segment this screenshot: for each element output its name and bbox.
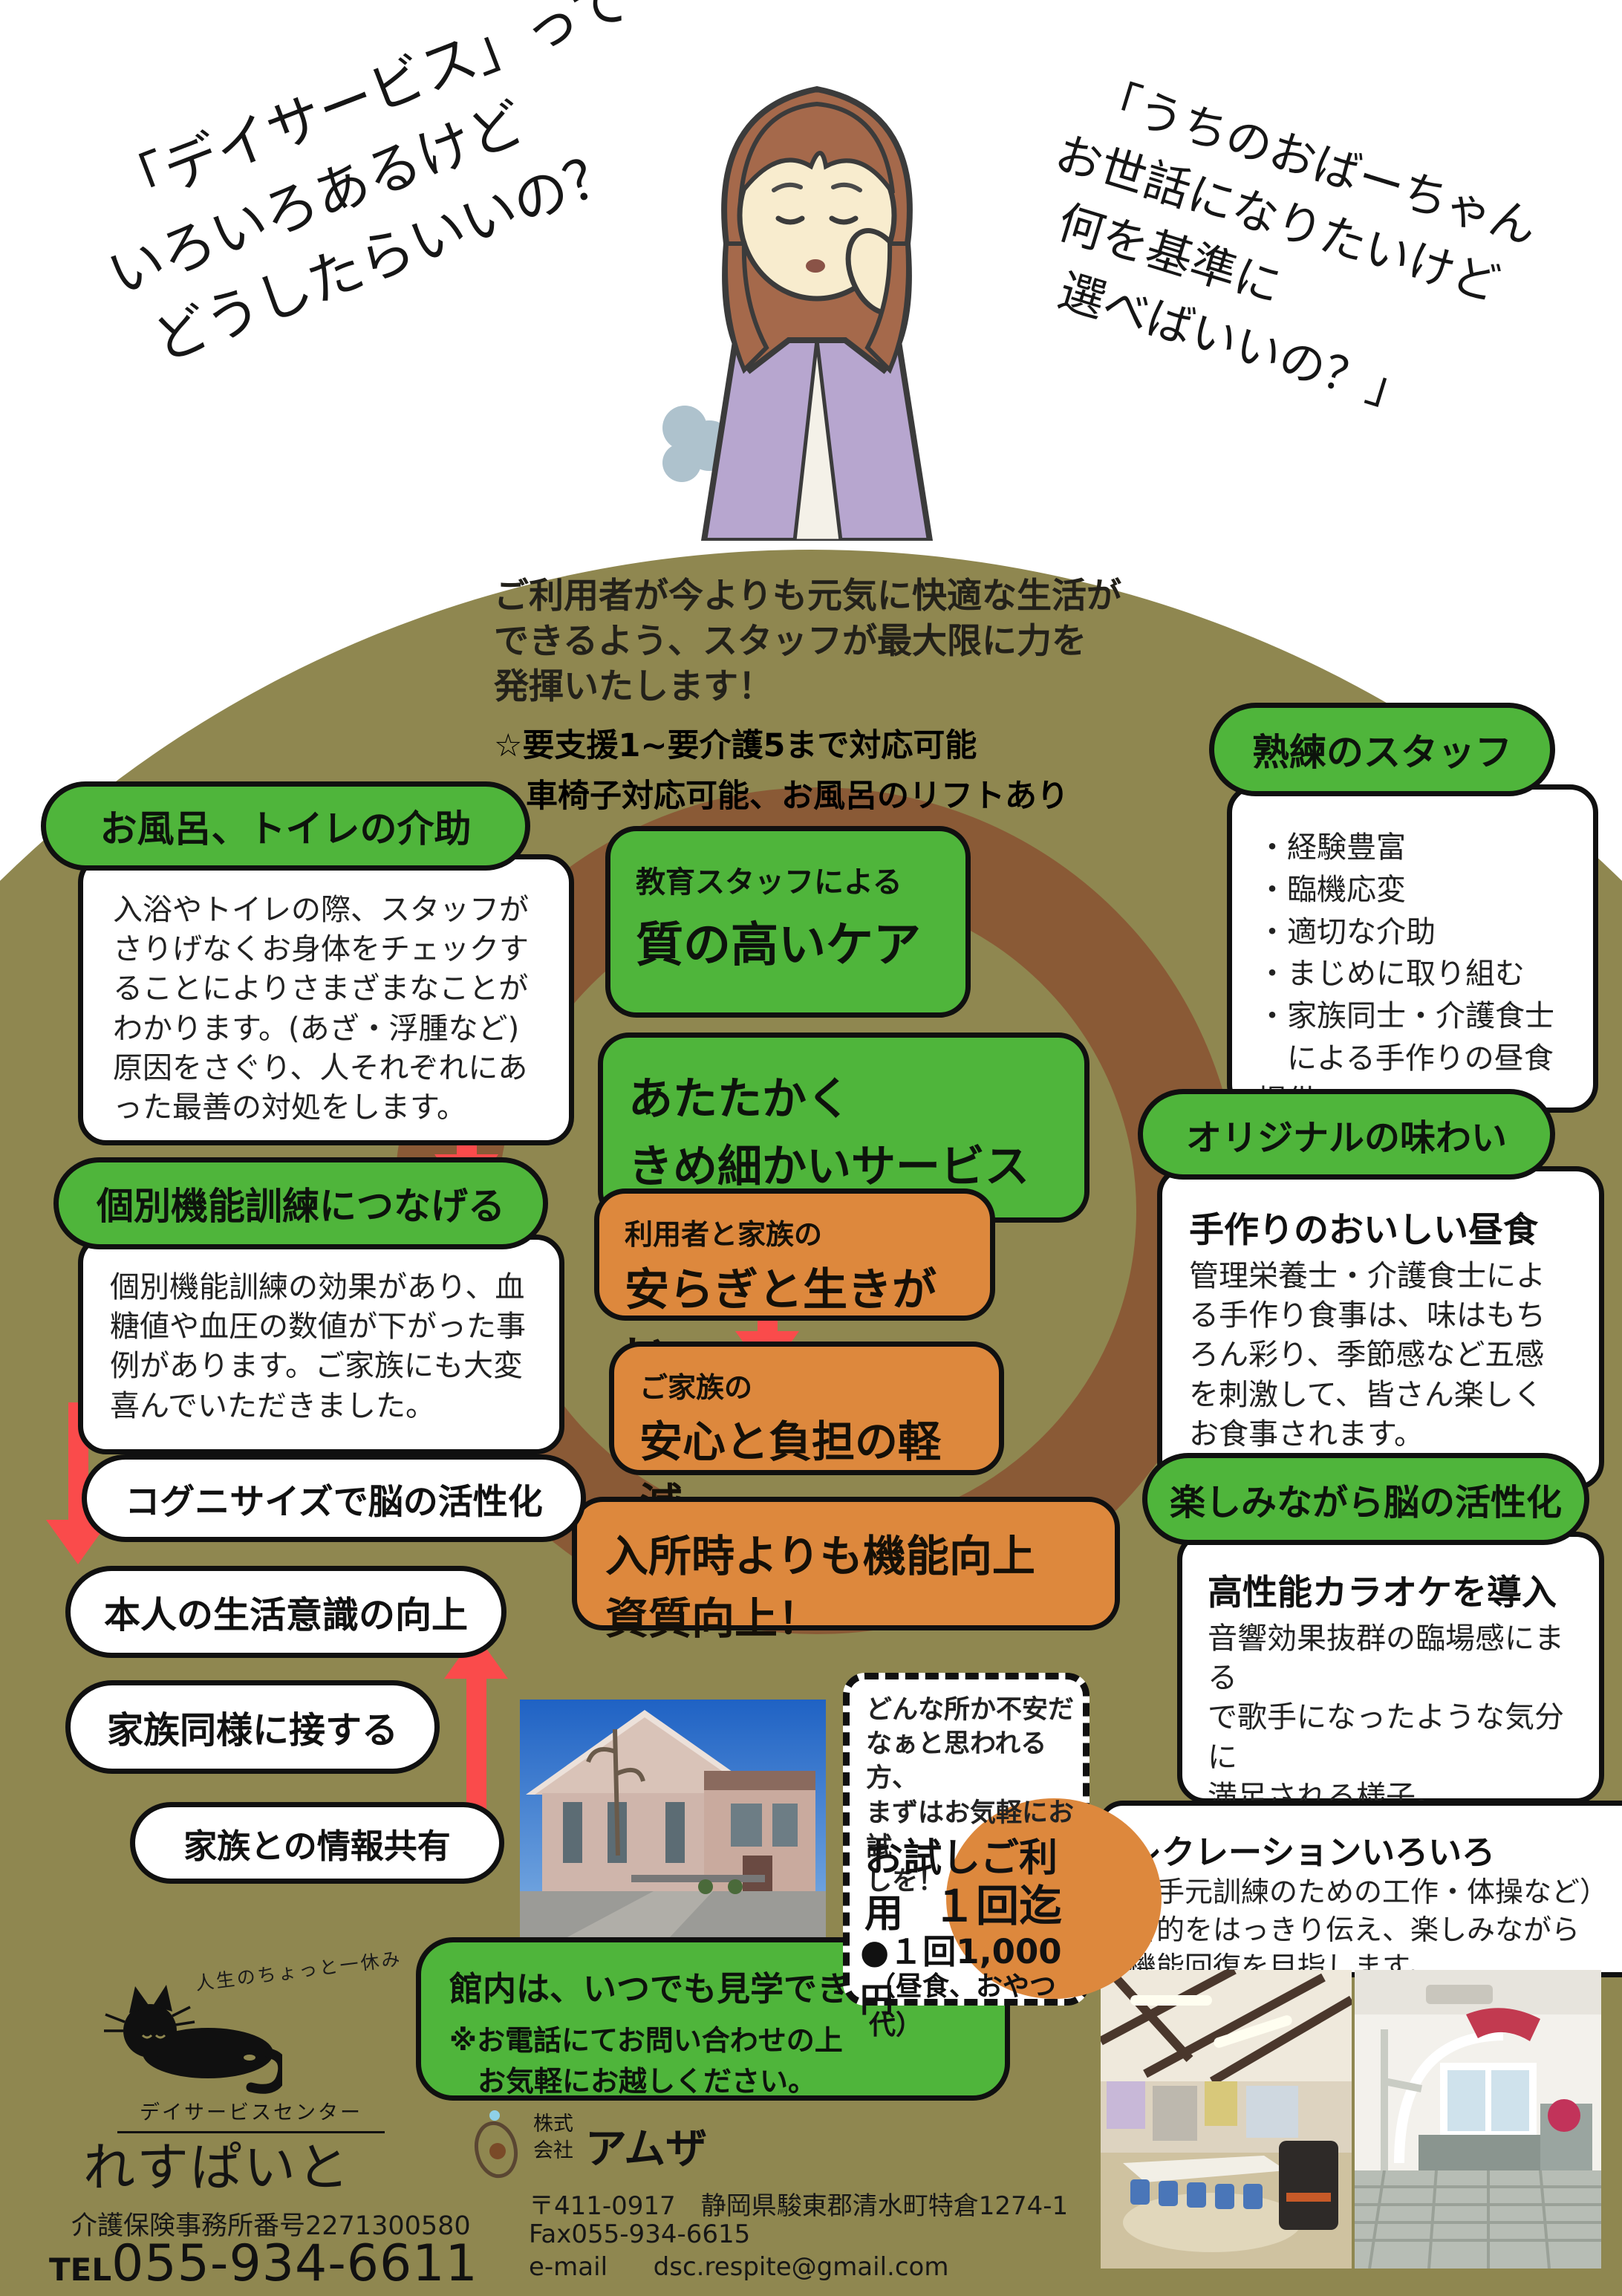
anshin-line1: ご家族の <box>639 1371 753 1404</box>
kazoku-joho-pill: 家族との情報共有 <box>130 1802 504 1884</box>
cat-logo-icon <box>104 1985 282 2094</box>
atatakaku-line1: あたたかく <box>628 1073 851 1125</box>
yasuragi-box: 利用者と家族の 安らぎと生きがい <box>594 1188 995 1381</box>
visit-line3: お気軽にお越しください。 <box>449 2065 817 2098</box>
trial-intro-text: どんな所か不安だ なぁと思われる方、 まずはお気軽にお試 しを！ <box>866 1695 1075 1896</box>
footer-company-block: 株式 会社 アムザ 〒411-0917 静岡県駿東郡清水町特倉1274-1 Fa… <box>446 2095 1188 2296</box>
original-title-label: オリジナルの味わい <box>1185 1117 1507 1159</box>
quality-line2: 質の高いケア <box>636 918 921 973</box>
worried-woman-illustration <box>662 85 934 541</box>
anshin-box: ご家族の 安心と負担の軽減 <box>609 1341 1004 1529</box>
intro-note2: 車椅子対応可能、お風呂のリフトあり <box>494 778 1069 816</box>
yasuragi-line2: 安らぎと生きがい <box>625 1264 937 1381</box>
recreation-title: レクレーションいろいろ <box>1128 1832 1496 1872</box>
kobetsu-body-box: 個別機能訓練の効果があり、血糖値や血圧の数値が下がった事例があります。ご家族にも… <box>78 1235 564 1454</box>
kazoku-douyou-pill: 家族同様に接する <box>65 1680 440 1774</box>
email-label: e-mail <box>529 2252 608 2282</box>
quality-line1: 教育スタッフによる <box>636 865 902 900</box>
kobetsu-title-label: 個別機能訓練につなげる <box>97 1185 505 1228</box>
amza-logo-icon <box>474 2110 518 2179</box>
company-prefix-2: 会社 <box>533 2139 573 2163</box>
section-title-kobetsu: 個別機能訓練につなげる <box>53 1157 548 1249</box>
bath-title-label: お風呂、トイレの介助 <box>100 807 472 851</box>
trial-big1: お試しご利用 <box>864 1836 1058 1936</box>
recreation-lines: （手元訓練のための工作・体操など） 目的をはっきり伝え、楽しみながら 機能回復を… <box>1128 1876 1609 1984</box>
company-fax: Fax055-934-6615 <box>529 2219 751 2249</box>
center-type-label: デイサービスセンター <box>117 2096 385 2133</box>
original-subtitle: 手作りのおいしい昼食 <box>1189 1210 1538 1251</box>
intro-note1: ☆要支援1~要介護5まで対応可能 <box>494 727 977 765</box>
yasuragi-line1: 利用者と家族の <box>625 1218 823 1251</box>
section-title-original: オリジナルの味わい <box>1138 1089 1555 1180</box>
kazoku-joho-label: 家族との情報共有 <box>183 1826 451 1866</box>
left-question-text: 「デイサービス」って いろいろあるけど どうしたらいいの？ <box>65 0 696 389</box>
original-body-box: 手作りのおいしい昼食 管理栄養士・介護食士による手作り食事は、味はもちろん彩り、… <box>1157 1166 1604 1490</box>
trial-orange-circle <box>946 1798 1162 1999</box>
visit-line2: ※お電話にてお問い合わせの上 <box>449 2024 843 2057</box>
arrow-joho-up-to-honnin <box>444 1634 508 1820</box>
brain-subtitle: 高性能カラオケを導入 <box>1208 1573 1557 1613</box>
staff-body-box: ・経験豊富 ・臨機応変 ・適切な介助 ・まじめに取り組む ・家族同士・介護食士 … <box>1227 784 1598 1118</box>
trial-price-note: （昼食、おやつ代） <box>869 1971 1057 2040</box>
atatakaku-line2: きめ細かいサービス <box>628 1141 1029 1193</box>
dining-room-photo <box>1101 1970 1352 2269</box>
nyusho-line1: 入所時よりも機能向上 <box>605 1531 1035 1581</box>
tel-number: 055-934-6611 <box>111 2234 478 2293</box>
right-question-text: 「うちのおばーちゃん お世話になりたいけど 何を基準に 選べばいいの？」 <box>1009 58 1545 449</box>
nyusho-box: 入所時よりも機能向上 資質向上！ <box>572 1497 1120 1644</box>
company-name: アムザ <box>585 2125 708 2173</box>
company-email-line: e-mail dsc.respite@gmail.com <box>529 2252 948 2282</box>
trial-big2: １回迄 <box>933 1881 1063 1931</box>
honnin-pill: 本人の生活意識の向上 <box>65 1566 507 1658</box>
section-title-bath: お風呂、トイレの介助 <box>41 781 530 871</box>
email-address: dsc.respite@gmail.com <box>653 2252 949 2282</box>
bathroom-lift-photo <box>1355 1970 1601 2269</box>
kazoku-douyou-label: 家族同様に接する <box>106 1708 398 1752</box>
trial-box: どんな所か不安だ なぁと思われる方、 まずはお気軽にお試 しを！ お試しご利用 … <box>843 1673 1162 2040</box>
honnin-label: 本人の生活意識の向上 <box>103 1593 468 1636</box>
kobetsu-body-text: 個別機能訓練の効果があり、血糖値や血圧の数値が下がった事例があります。ご家族にも… <box>110 1270 526 1423</box>
footer-logo-block: 人生のちょっと一休み デイサービスセンター れすぱいと 介護保険事務所番号227… <box>0 1931 520 2296</box>
company-address: 〒411-0917 静岡県駿東郡清水町特倉1274-1 <box>529 2191 1069 2221</box>
license-number: 介護保険事務所番号2271300580 <box>71 2211 471 2241</box>
bath-body-text: 入浴やトイレの際、スタッフがさりげなくお身体をチェックすることによりさまざまなこ… <box>113 893 529 1125</box>
nyusho-line2: 資質向上！ <box>605 1593 821 1644</box>
company-prefix-1: 株式 <box>533 2113 573 2136</box>
trial-price: ●１回1,000円 <box>860 1932 1062 2020</box>
company-prefix: 株式 会社 <box>533 2111 573 2165</box>
original-body-text: 管理栄養士・介護食士による手作り食事は、味はもちろん彩り、季節感など五感を刺激し… <box>1189 1259 1546 1451</box>
cognisize-pill: コグニサイズで脳の活性化 <box>82 1454 586 1542</box>
brain-title-label: 楽しみながら脳の活性化 <box>1169 1482 1562 1523</box>
center-name-label: れすぱいと <box>83 2137 351 2198</box>
tel-label: TEL <box>49 2251 112 2288</box>
brain-body-box: 高性能カラオケを導入 音響効果抜群の臨場感にまる で歌手になったような気分に 満… <box>1177 1532 1604 1853</box>
quality-care-box: 教育スタッフによる 質の高いケア <box>605 826 971 1018</box>
recreation-box: レクレーションいろいろ （手元訓練のための工作・体操など） 目的をはっきり伝え、… <box>1098 1801 1622 1983</box>
cognisize-label: コグニサイズで脳の活性化 <box>125 1481 543 1523</box>
staff-bullets: ・経験豊富 ・臨機応変 ・適切な介助 ・まじめに取り組む ・家族同士・介護食士 … <box>1257 830 1554 1118</box>
bath-body-box: 入浴やトイレの際、スタッフがさりげなくお身体をチェックすることによりさまざまなこ… <box>78 854 574 1145</box>
intro-lines: ご利用者が今よりも元気に快適な生活が できるよう、スタッフが最大限に力を 発揮い… <box>494 576 1122 708</box>
staff-title-label: 熟練のスタッフ <box>1252 731 1512 774</box>
intro-block: ご利用者が今よりも元気に快適な生活が できるよう、スタッフが最大限に力を 発揮い… <box>494 573 1162 816</box>
section-title-brain: 楽しみながら脳の活性化 <box>1142 1453 1589 1545</box>
building-exterior-photo <box>520 1700 826 1939</box>
section-title-staff: 熟練のスタッフ <box>1209 703 1555 796</box>
